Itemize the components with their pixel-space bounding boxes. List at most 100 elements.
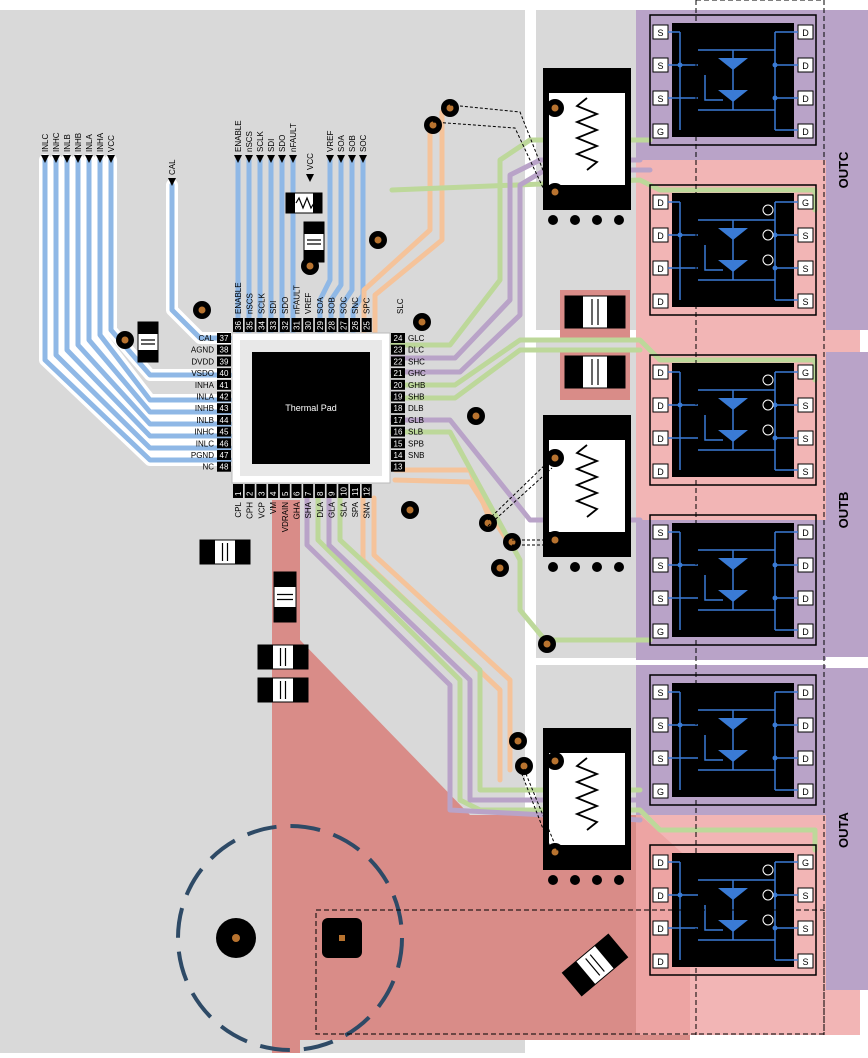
pin-pad <box>268 484 279 498</box>
pin-number: 41 <box>220 381 229 390</box>
pin-pad <box>233 318 243 332</box>
pin-label: SDI <box>269 301 278 314</box>
pin-label: SNA <box>363 501 372 518</box>
pin-pad <box>217 414 231 425</box>
vm-copper-pour <box>272 500 690 1053</box>
arrow-icon <box>306 174 314 182</box>
arrow-icon <box>74 155 82 163</box>
pin-number: 44 <box>220 416 229 425</box>
connector-label: VCC <box>107 135 116 152</box>
pin-pad <box>391 403 405 414</box>
pin-label: SCLK <box>257 292 266 314</box>
thermal-pad <box>252 352 370 464</box>
pin-pad <box>256 318 267 332</box>
arrow-icon <box>256 155 264 163</box>
capacitor <box>199 539 251 565</box>
pin-pad <box>391 450 405 460</box>
connector-label: SCLK <box>256 130 265 152</box>
pin-number: 47 <box>220 451 229 460</box>
pad-label: D <box>802 561 809 571</box>
pin-number: 6 <box>293 491 302 496</box>
pin-label: VSDO <box>191 369 214 378</box>
pin-pad <box>391 461 405 472</box>
connector-label: SOC <box>359 134 368 152</box>
pad-label: D <box>657 401 664 411</box>
outa-label: OUTA <box>836 811 851 847</box>
arrow-icon <box>278 155 286 163</box>
pad-label: S <box>802 297 808 307</box>
pad-label: S <box>657 688 663 698</box>
pin-number: 9 <box>328 491 337 496</box>
pin-number: 22 <box>394 357 403 366</box>
pin-number: 48 <box>220 463 229 472</box>
pin-pad <box>217 391 231 402</box>
pin-pad <box>338 318 349 332</box>
pad-label: S <box>657 721 663 731</box>
pin-pad <box>314 484 325 498</box>
pad-label: S <box>657 561 663 571</box>
arrow-icon <box>41 155 49 163</box>
pad-label: D <box>657 467 664 477</box>
shunt-resistor <box>543 68 631 225</box>
pin-number: 23 <box>394 346 403 355</box>
arrow-icon <box>359 155 367 163</box>
pin-pad <box>391 344 405 355</box>
pad-label: G <box>657 127 664 137</box>
pin-pad <box>217 403 231 414</box>
pin-label: GLC <box>408 334 425 343</box>
pad-label: D <box>802 28 809 38</box>
connector-label: INHC <box>52 132 61 152</box>
pad-label: D <box>657 858 664 868</box>
pin-pad <box>217 344 231 355</box>
pin-label: SPC <box>363 297 372 314</box>
pin-number: 14 <box>394 451 403 460</box>
pad-label: D <box>657 924 664 934</box>
arrow-icon <box>326 155 334 163</box>
pin-pad <box>217 461 231 472</box>
pin-pad <box>279 484 290 498</box>
pin-label: INHA <box>195 381 215 390</box>
pad-label: S <box>802 264 808 274</box>
driver-ic: Thermal Pad 37CAL38AGND39DVDD40VSDO41INH… <box>191 282 426 532</box>
pin-pad <box>391 368 405 379</box>
pin-number: 16 <box>394 428 403 437</box>
connector-label: VREF <box>326 131 335 152</box>
connector-label: nSCS <box>245 131 254 152</box>
pin-number: 2 <box>246 491 255 496</box>
pin-pad <box>244 484 255 498</box>
arrow-icon <box>96 155 104 163</box>
pad-label: S <box>802 434 808 444</box>
connector-label: INLB <box>63 134 72 152</box>
bottom-pins: 1CPL2CPH3VCP4VM5VDRAIN6GHA7SHA8DLA9GLA10… <box>233 484 372 532</box>
pin-label: GLB <box>408 416 424 425</box>
pad-label: D <box>802 688 809 698</box>
pad-label: D <box>802 528 809 538</box>
pin-number: 13 <box>394 463 403 472</box>
pin-number: 31 <box>293 321 302 330</box>
connector-label: INHA <box>96 132 105 152</box>
capacitor <box>257 644 309 670</box>
pin-number: 8 <box>316 491 325 496</box>
pin-label: SPA <box>351 501 360 517</box>
left-pins: 37CAL38AGND39DVDD40VSDO41INHA42INLA43INH… <box>191 333 231 472</box>
capacitor <box>561 933 629 997</box>
pin-pad <box>391 426 405 437</box>
pin-number: 46 <box>220 439 229 448</box>
pin-pad <box>217 450 231 460</box>
pin-pad <box>391 356 405 367</box>
pin-pad <box>244 318 255 332</box>
arrow-icon <box>267 155 275 163</box>
pin-label: NC <box>202 463 214 472</box>
pad-label: G <box>802 198 809 208</box>
thermal-pad-label: Thermal Pad <box>285 403 337 413</box>
resistor <box>285 192 323 214</box>
pin-number: 37 <box>220 334 229 343</box>
pin-label: SOC <box>339 296 348 314</box>
pin-label: SNB <box>408 451 424 460</box>
arrow-icon <box>348 155 356 163</box>
